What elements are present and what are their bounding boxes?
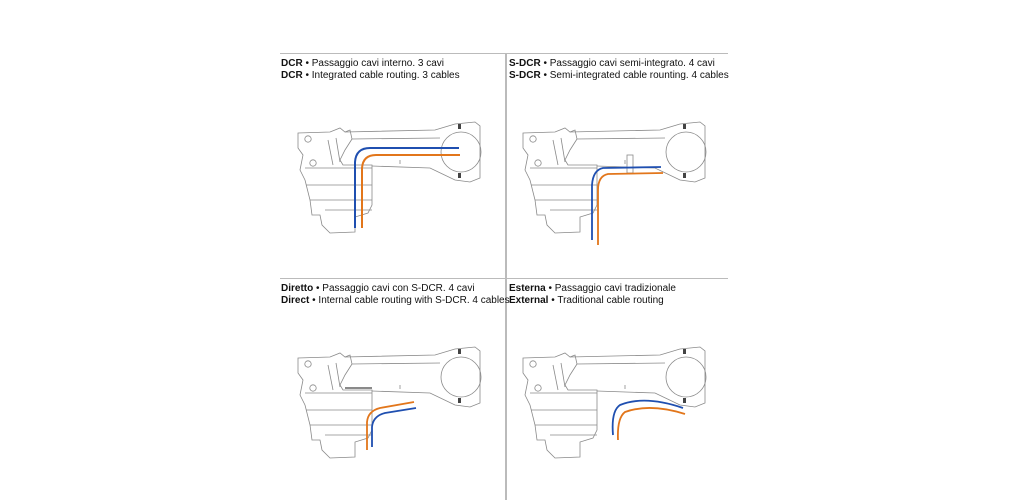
caption-external: Esterna • Passaggio cavi tradizionale Ex… — [509, 283, 676, 306]
caption-title-en: External — [509, 294, 549, 306]
caption-text-it: Passaggio cavi interno. 3 cavi — [311, 58, 445, 69]
bullet: • — [302, 58, 312, 69]
bullet: • — [545, 283, 555, 294]
bullet: • — [548, 294, 558, 306]
caption-dcr: DCR • Passaggio cavi interno. 3 cavi DCR… — [281, 58, 460, 81]
caption-title-it: Esterna — [509, 283, 546, 294]
middle-divider-left — [280, 278, 505, 279]
orange-cable — [597, 172, 664, 245]
bullet: • — [313, 283, 323, 294]
caption-title-en: Direct — [281, 294, 310, 306]
middle-divider-right — [507, 278, 728, 279]
caption-text-en: Internal cable routing with S-DCR. 4 cab… — [318, 294, 510, 306]
stem-drawing-external — [522, 346, 707, 459]
caption-text-en: Integrated cable routing. 3 cables — [311, 69, 460, 81]
bullet: • — [309, 294, 319, 306]
caption-title-it: Diretto — [281, 283, 314, 294]
bullet: • — [540, 69, 550, 81]
caption-title-it: S-DCR — [509, 58, 541, 69]
caption-title-en: S-DCR — [509, 69, 541, 81]
blue-cable — [591, 166, 662, 240]
blue-cable — [354, 147, 459, 228]
top-divider-right — [507, 53, 728, 54]
top-divider-left — [280, 53, 505, 54]
caption-title-it: DCR — [281, 58, 303, 69]
orange-cable — [361, 154, 460, 228]
caption-s-dcr: S-DCR • Passaggio cavi semi-integrato. 4… — [509, 58, 729, 81]
blue-cable — [371, 407, 417, 447]
bullet: • — [302, 69, 312, 81]
caption-text-it: Passaggio cavi tradizionale — [554, 283, 676, 294]
stem-drawing-s-dcr — [522, 121, 707, 245]
caption-text-it: Passaggio cavi semi-integrato. 4 cavi — [549, 58, 715, 69]
caption-text-en: Semi-integrated cable rounting. 4 cables — [549, 69, 729, 81]
orange-cable — [616, 407, 686, 441]
caption-text-en: Traditional cable routing — [557, 294, 664, 306]
stem-drawing-dcr — [297, 121, 482, 234]
vertical-divider — [505, 53, 507, 500]
caption-direct: Diretto • Passaggio cavi con S-DCR. 4 ca… — [281, 283, 510, 306]
stem-drawing-direct — [297, 346, 482, 459]
caption-title-en: DCR — [281, 69, 303, 81]
caption-text-it: Passaggio cavi con S-DCR. 4 cavi — [322, 283, 475, 294]
bullet: • — [540, 58, 550, 69]
blue-cable — [611, 399, 684, 436]
orange-cable — [366, 401, 415, 450]
